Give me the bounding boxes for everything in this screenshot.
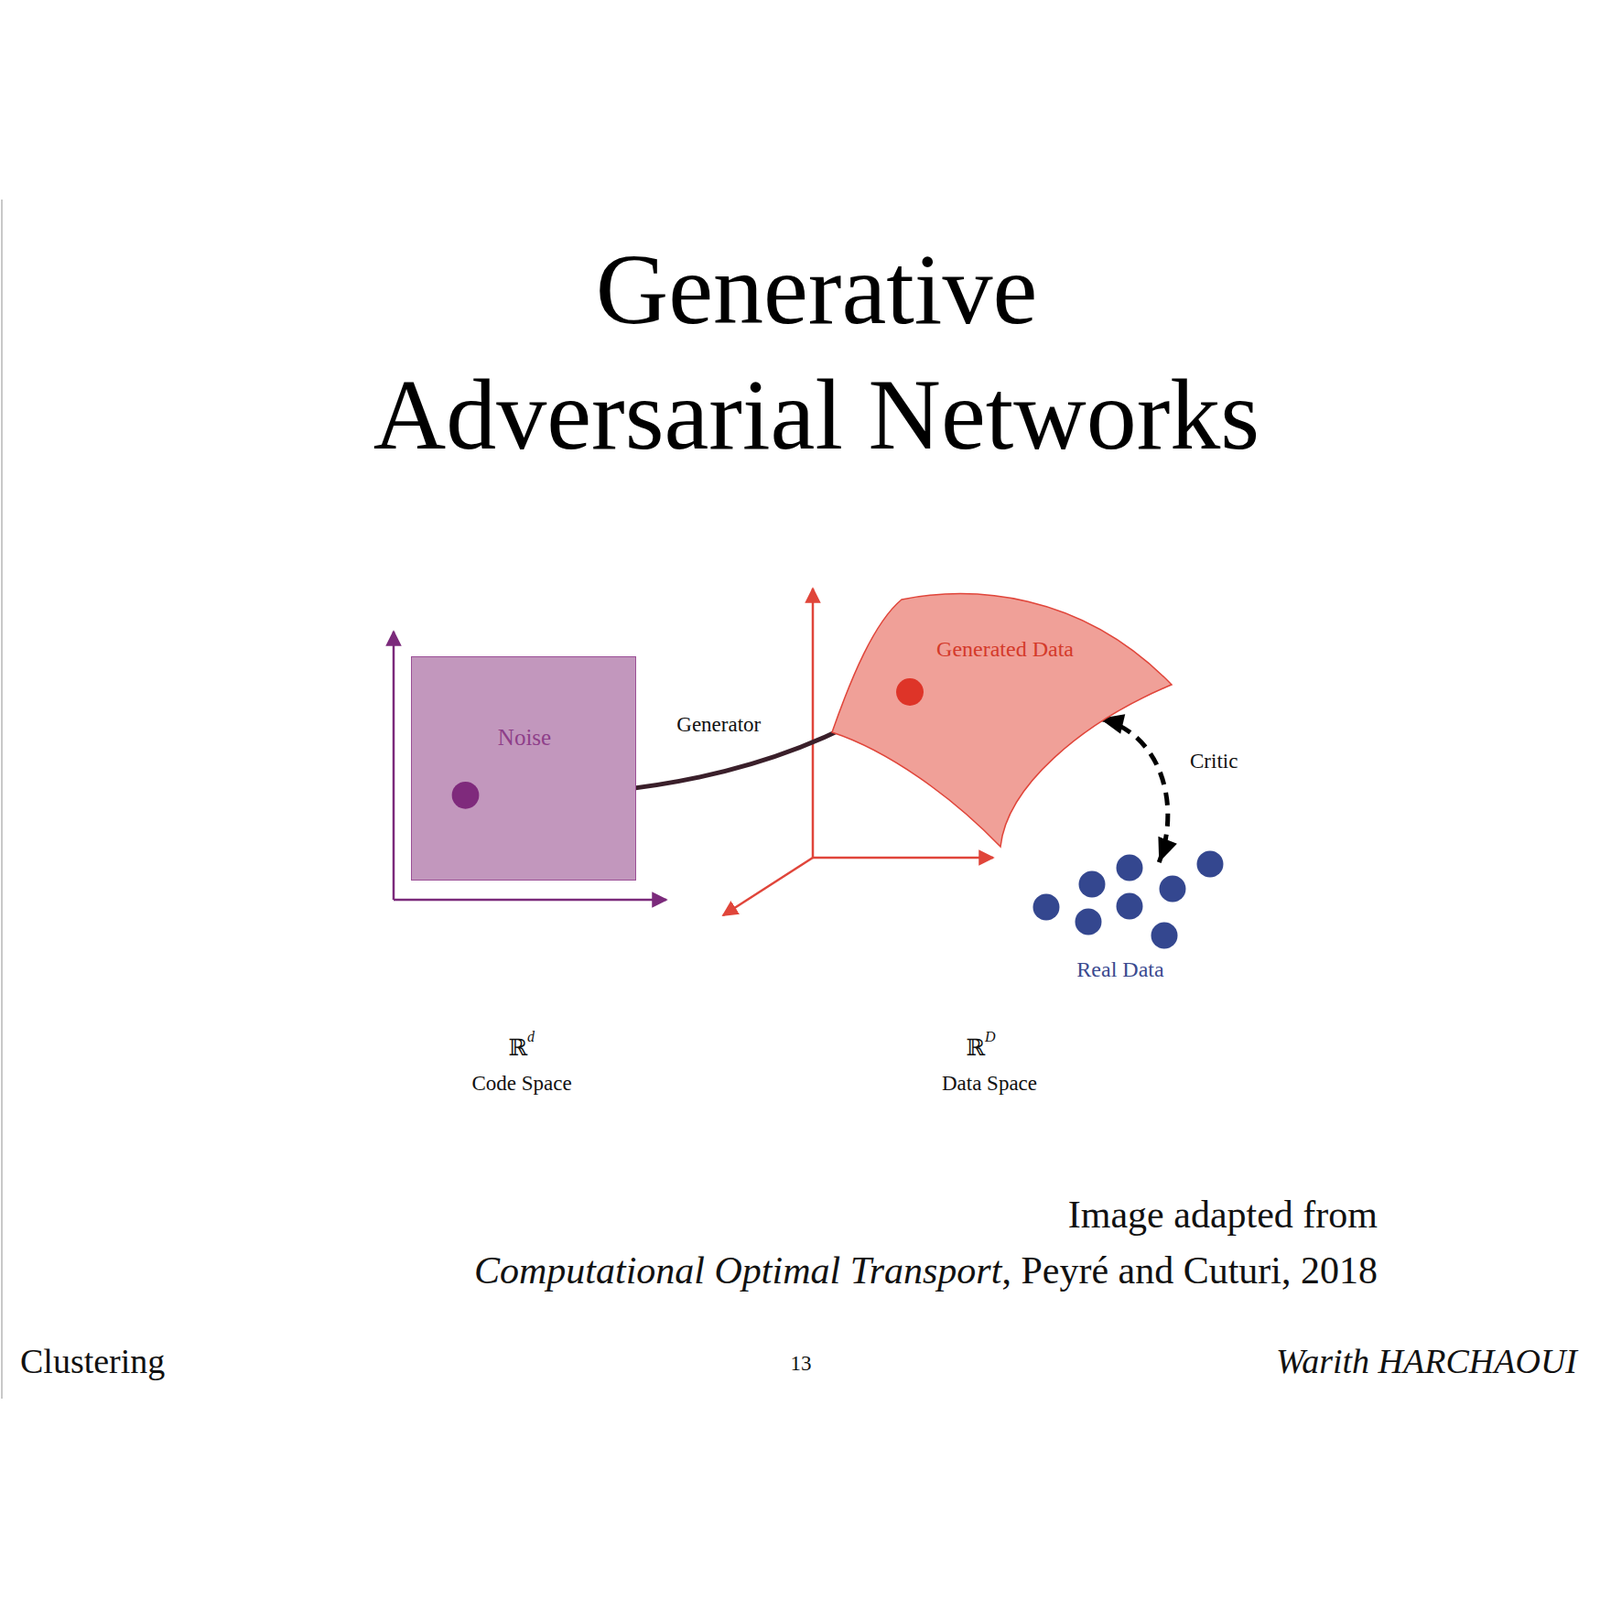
space-exponent: d [527,1028,535,1046]
shape-node: Generated Data [828,585,1177,852]
slide-title: Generative Adversarial Networks [363,227,1270,478]
slide-border [0,199,3,1399]
node-label: Generated Data [936,637,1074,663]
page-number: 13 [790,1351,812,1376]
generated-manifold [832,594,1172,847]
data-axis-y [811,588,815,858]
arrow-head [1157,836,1178,863]
noise-sample-dot [452,781,480,810]
shape-node: Real Data [1025,846,1232,989]
code-axis-y [392,631,396,900]
real-data-dot [1197,851,1224,878]
critic-curve [1099,718,1168,863]
space-symbol: ℝ [966,1035,986,1062]
shape-node: Noise [410,656,637,881]
node-shape [411,657,636,880]
credit-line: Image adapted from [1068,1192,1378,1237]
real-data-dot [1151,922,1179,950]
edge-label: Critic [1188,749,1240,774]
node-label: Noise [497,724,552,752]
footer-section: Clustering [20,1341,165,1383]
space-symbol: ℝ [508,1035,529,1062]
real-data-dot [1116,893,1144,920]
data-axis-x [812,856,994,860]
generated-sample-dot [896,678,924,706]
credit-book: Computational Optimal Transport [474,1249,1002,1292]
real-data-dot [1116,854,1144,882]
credit-row: Computational Optimal Transport, Peyré a… [474,1248,1378,1293]
space-caption: Data Space [941,1071,1038,1096]
critic-arrow [1099,713,1177,863]
space-caption: Code Space [471,1071,572,1096]
data-axis-z [723,857,813,916]
credit-authors: , Peyré and Cuturi, 2018 [1001,1249,1378,1292]
real-data-dot [1075,908,1103,936]
space-exponent: D [984,1028,996,1046]
real-data-dot [1033,894,1060,921]
real-data-dot [1079,871,1106,898]
node-label: Real Data [1076,957,1164,984]
edge-label: Generator [674,713,763,737]
node-shape [828,585,1177,852]
code-axis-x [393,898,667,902]
real-data-dot [1159,875,1187,903]
footer-author: Warith HARCHAOUI [1275,1341,1578,1383]
